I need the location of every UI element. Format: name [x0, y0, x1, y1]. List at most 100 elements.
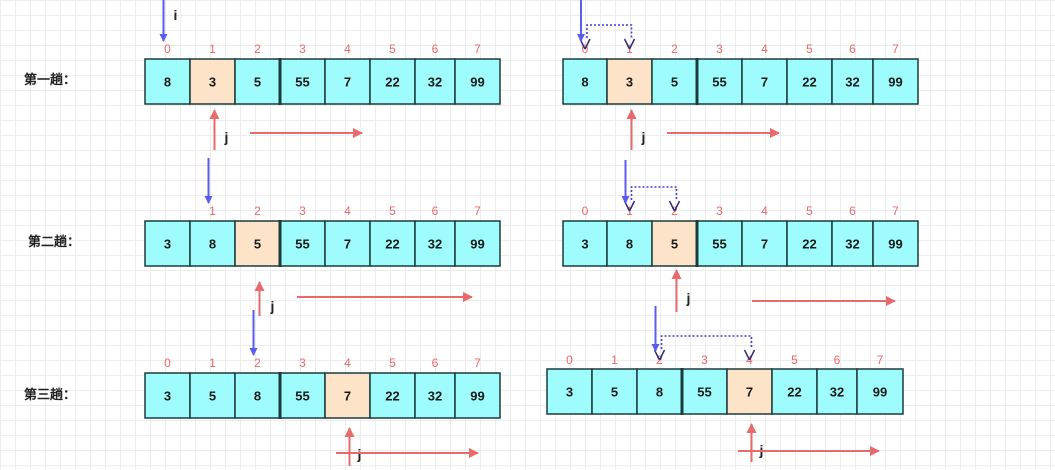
array-cell [144, 58, 191, 105]
index-label: 5 [389, 42, 396, 56]
i-pointer-label: i [174, 7, 178, 23]
index-label: 2 [254, 204, 261, 218]
j-pointer-label: j [270, 298, 275, 314]
pass-label-1: 第一趟： [24, 72, 76, 88]
array-cell [324, 372, 371, 419]
cell-value: 99 [888, 237, 902, 252]
cell-value: 55 [295, 75, 309, 90]
array-cell [606, 220, 653, 267]
index-label: 3 [299, 204, 306, 218]
index-label: 2 [254, 356, 261, 370]
index-label: 4 [761, 42, 768, 56]
array-cell [562, 58, 608, 105]
array-cell [414, 372, 456, 419]
array-cell [816, 368, 858, 415]
cell-value: 3 [626, 75, 633, 90]
cell-value: 99 [470, 389, 484, 404]
cell-value: 55 [295, 389, 309, 404]
cell-value: 7 [344, 389, 351, 404]
swap-tick [623, 38, 636, 50]
array-cell [872, 58, 919, 105]
cell-value: 7 [746, 385, 753, 400]
cell-value: 8 [581, 75, 588, 90]
cell-value: 22 [802, 75, 816, 90]
array-cell [454, 58, 501, 105]
cell-value: 7 [344, 237, 351, 252]
cell-value: 22 [787, 385, 801, 400]
index-label: 2 [254, 42, 261, 56]
index-label: 2 [671, 42, 678, 56]
index-label: 7 [892, 42, 899, 56]
array-cell [414, 220, 456, 267]
index-label: 4 [761, 204, 768, 218]
swap-bracket [630, 186, 678, 200]
cell-value: 5 [254, 75, 261, 90]
swap-tick [668, 200, 681, 212]
array-cell [726, 368, 773, 415]
index-label: 6 [849, 42, 856, 56]
cell-value: 5 [671, 237, 678, 252]
cell-value: 3 [164, 389, 171, 404]
cell-value: 3 [164, 237, 171, 252]
array-cell [144, 372, 191, 419]
cell-value: 5 [209, 389, 216, 404]
cell-value: 32 [428, 75, 442, 90]
index-label: 0 [582, 204, 589, 218]
index-label: 3 [716, 42, 723, 56]
index-label: 6 [834, 353, 841, 367]
index-label: 6 [849, 204, 856, 218]
cell-value: 32 [428, 389, 442, 404]
cell-value: 8 [254, 389, 261, 404]
index-label: 1 [209, 204, 216, 218]
index-label: 1 [209, 42, 216, 56]
pointer-layer: ijjjjjj [159, 0, 896, 466]
array-cell [856, 368, 904, 415]
swap-layer [579, 24, 756, 361]
cell-value: 3 [581, 237, 588, 252]
array-cell [651, 58, 698, 105]
cell-value: 8 [209, 237, 216, 252]
array-cell [696, 220, 743, 267]
array-cell [189, 372, 236, 419]
cell-value: 99 [470, 75, 484, 90]
cell-value: 22 [385, 389, 399, 404]
j-pointer-label: j [641, 129, 646, 145]
index-label: 1 [611, 353, 618, 367]
cell-value: 5 [671, 75, 678, 90]
swap-bracket [660, 335, 753, 349]
swap-bracket [586, 24, 633, 38]
pass-label-3: 第三趟： [24, 387, 76, 403]
array-cell [636, 368, 683, 415]
cell-value: 8 [626, 237, 633, 252]
index-label: 6 [432, 204, 439, 218]
array-cell [369, 220, 416, 267]
index-label: 0 [164, 42, 171, 56]
array-cell [369, 58, 416, 105]
cell-value: 8 [164, 75, 171, 90]
cell-value: 7 [344, 75, 351, 90]
cell-value: 5 [611, 385, 618, 400]
index-label: 4 [344, 204, 351, 218]
array-cell [279, 372, 326, 419]
arrays-layer: 8031525537422532699780315255374225326997… [144, 42, 919, 419]
index-label: 3 [299, 356, 306, 370]
cell-value: 99 [888, 75, 902, 90]
cell-value: 55 [697, 385, 711, 400]
j-pointer-label: j [686, 290, 691, 306]
cell-value: 55 [712, 237, 726, 252]
array-cell [324, 58, 371, 105]
index-label: 7 [877, 353, 884, 367]
array-cell [872, 220, 919, 267]
cell-value: 32 [845, 75, 859, 90]
j-pointer-label: j [224, 129, 229, 145]
array-cell [234, 58, 281, 105]
array-cell [696, 58, 743, 105]
index-label: 3 [716, 204, 723, 218]
cell-value: 22 [385, 75, 399, 90]
cell-value: 55 [712, 75, 726, 90]
cell-value: 55 [295, 237, 309, 252]
